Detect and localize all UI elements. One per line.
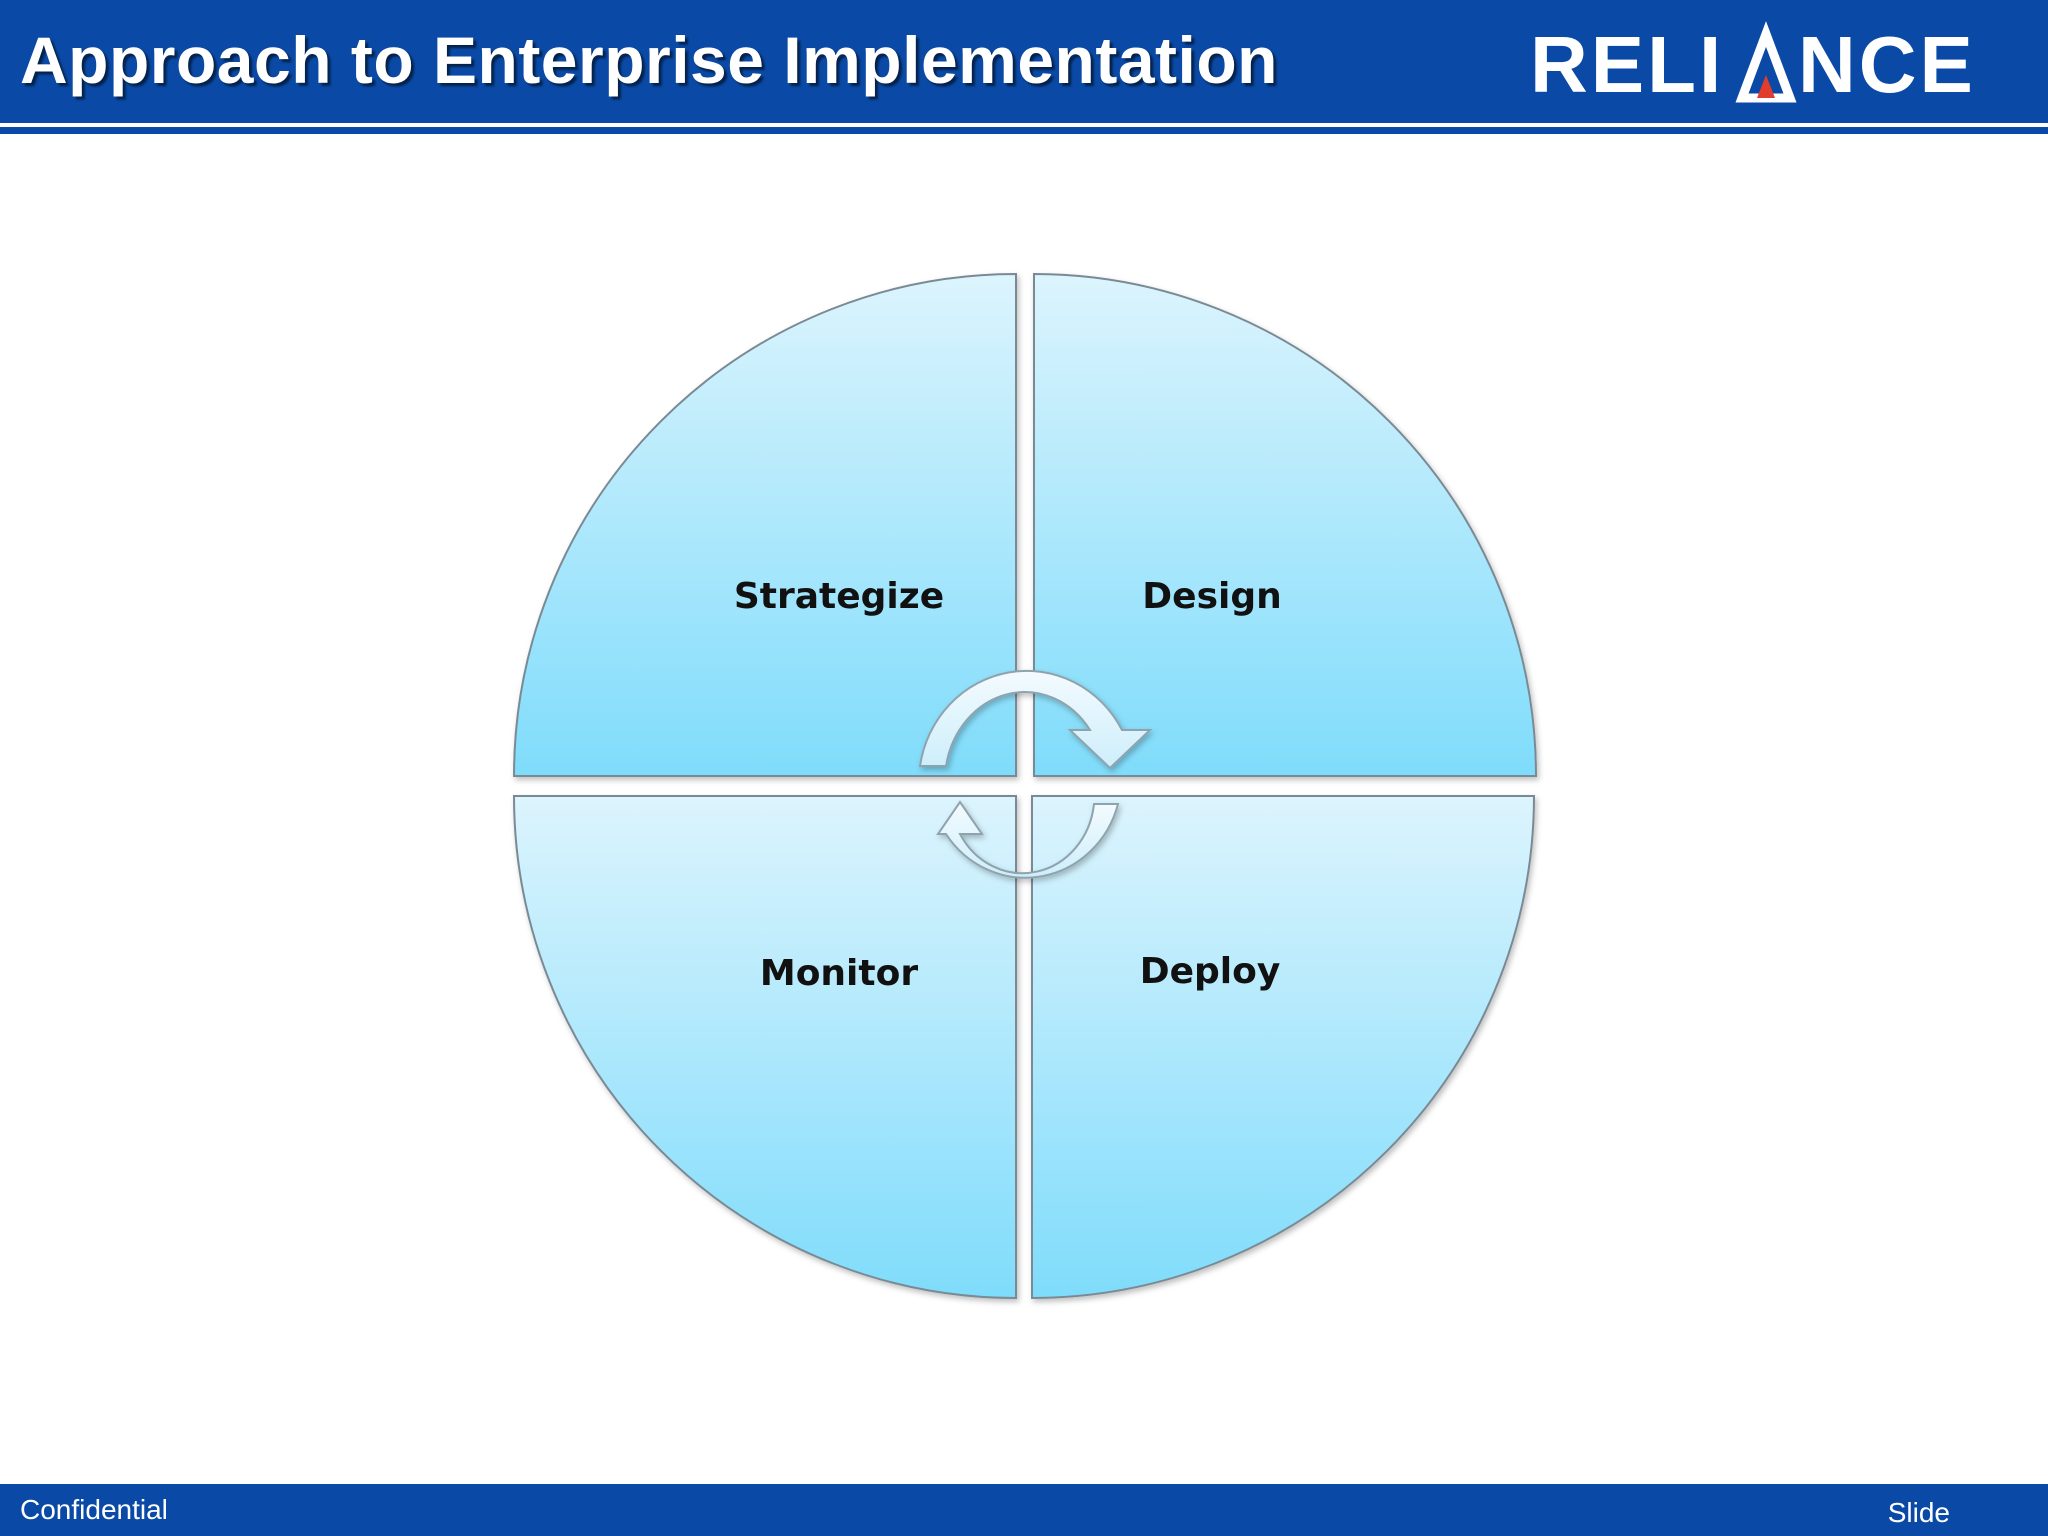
svg-text:RELI: RELI xyxy=(1530,20,1724,109)
arrow-top-icon xyxy=(918,669,1153,770)
label-design: Design xyxy=(1142,576,1281,617)
label-monitor: Monitor xyxy=(760,953,918,994)
quadrant-design xyxy=(1033,272,1538,777)
label-deploy: Deploy xyxy=(1140,951,1281,992)
quadrant-strategize xyxy=(512,272,1017,777)
page-title: Approach to Enterprise Implementation xyxy=(20,23,1278,97)
svg-text:NCE: NCE xyxy=(1798,20,1970,109)
header-divider-white xyxy=(0,123,2048,127)
quadrant-deploy xyxy=(1031,795,1536,1300)
circular-arrows-icon xyxy=(918,669,1153,879)
footer-bar: Confidential Slide xyxy=(0,1484,2048,1536)
label-strategize: Strategize xyxy=(734,576,944,617)
header-divider-blue xyxy=(0,127,2048,134)
logo-mark: RELI NCE xyxy=(1530,20,1973,109)
footer-confidential: Confidential xyxy=(20,1494,168,1525)
footer-slide-label: Slide xyxy=(1887,1497,1950,1528)
quadrant-monitor xyxy=(512,795,1017,1300)
header-bar: Approach to Enterprise Implementation RE… xyxy=(0,0,2048,123)
reliance-logo: RELI NCE xyxy=(1530,20,1973,110)
arrow-bottom-icon xyxy=(936,800,1120,879)
